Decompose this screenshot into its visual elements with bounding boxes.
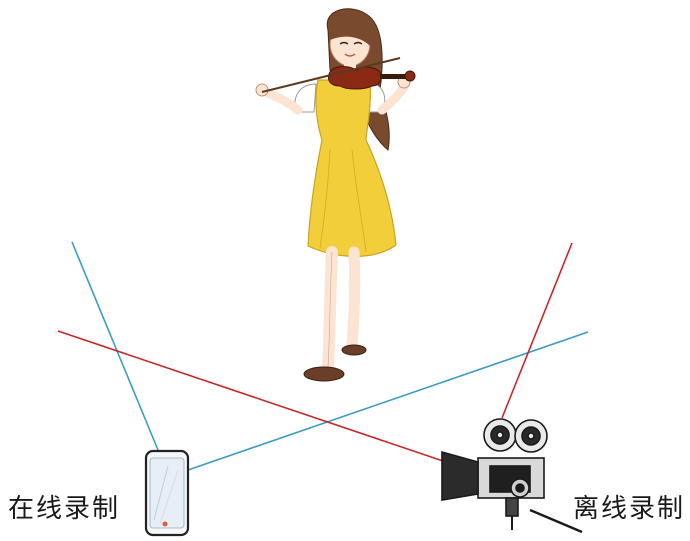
red-line-left <box>57 330 447 463</box>
phone-sight-lines <box>71 241 589 471</box>
blue-line-right <box>187 331 589 471</box>
camera-sight-lines <box>57 242 573 463</box>
online-recording-label: 在线录制 <box>8 494 121 524</box>
violinist-illustration <box>255 8 416 382</box>
offline-recording-label: 离线录制 <box>573 494 686 524</box>
film-camera-icon <box>441 418 583 534</box>
blue-line-left <box>71 241 159 451</box>
phone-icon <box>144 449 190 537</box>
red-line-right <box>501 242 573 419</box>
